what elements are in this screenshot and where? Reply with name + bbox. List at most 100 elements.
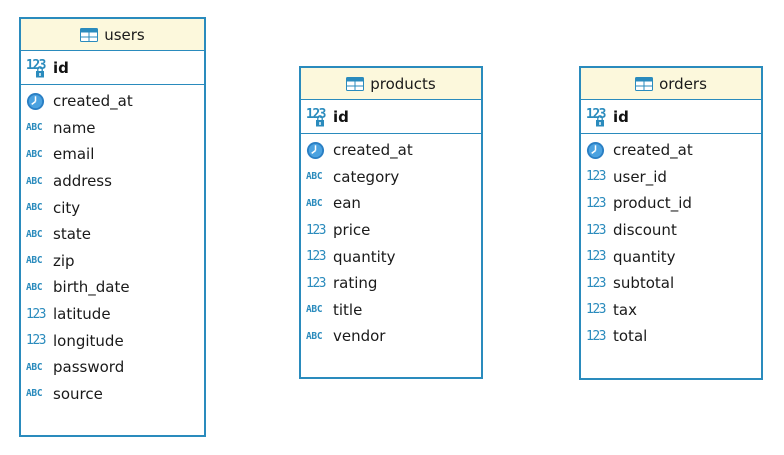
text-type-icon: ABC <box>306 197 323 209</box>
column-row[interactable]: 123 discount <box>581 217 761 244</box>
column-name: source <box>53 384 103 403</box>
column-name: name <box>53 118 96 137</box>
text-type-icon: ABC <box>26 148 43 160</box>
numeric-type-icon: 123 <box>26 306 46 322</box>
column-name: created_at <box>53 92 133 111</box>
column-name: price <box>333 221 371 240</box>
column-name: category <box>333 167 400 186</box>
table-icon <box>80 27 99 42</box>
column-row[interactable]: created_at <box>21 88 204 115</box>
table-name: users <box>104 25 145 44</box>
numeric-type-icon: 123 <box>306 249 326 265</box>
column-name: id <box>333 107 349 126</box>
column-name: city <box>53 198 81 217</box>
table-name: products <box>370 74 436 93</box>
column-row[interactable]: 123 quantity <box>301 243 481 270</box>
column-row[interactable]: ABC ean <box>301 190 481 217</box>
column-name: ean <box>333 194 361 213</box>
column-name: tax <box>613 300 637 319</box>
column-name: email <box>53 145 95 164</box>
table-icon <box>635 76 654 91</box>
column-row[interactable]: 123 longitude <box>21 327 204 354</box>
numeric-type-icon: 123 <box>306 222 326 238</box>
column-row[interactable]: ABC password <box>21 354 204 381</box>
column-row[interactable]: 123 quantity <box>581 243 761 270</box>
text-type-icon: ABC <box>26 388 43 400</box>
numeric-key-icon: 123 <box>586 107 608 126</box>
column-name: state <box>53 225 91 244</box>
numeric-type-icon: 123 <box>586 249 606 265</box>
column-name: id <box>53 58 69 77</box>
clock-icon <box>306 141 328 160</box>
clock-icon <box>26 92 48 111</box>
column-name: discount <box>613 221 677 240</box>
column-row[interactable]: created_at <box>581 137 761 164</box>
numeric-type-icon: 123 <box>586 222 606 238</box>
column-row[interactable]: 123 price <box>301 217 481 244</box>
column-row[interactable]: created_at <box>301 137 481 164</box>
text-type-icon: ABC <box>26 175 43 187</box>
text-type-icon: ABC <box>26 361 43 373</box>
column-name: product_id <box>613 194 692 213</box>
primary-key-column[interactable]: 123 id <box>21 51 204 85</box>
primary-key-column[interactable]: 123 id <box>301 100 481 134</box>
column-row[interactable]: ABC state <box>21 221 204 248</box>
numeric-type-icon: 123 <box>586 195 606 211</box>
column-name: rating <box>333 274 378 293</box>
column-name: title <box>333 300 363 319</box>
column-row[interactable]: ABC category <box>301 164 481 191</box>
column-name: address <box>53 172 112 191</box>
text-type-icon: ABC <box>306 330 323 342</box>
column-name: quantity <box>613 247 676 266</box>
column-row[interactable]: ABC vendor <box>301 323 481 350</box>
column-name: password <box>53 358 125 377</box>
column-name: created_at <box>333 141 413 160</box>
table-header[interactable]: orders <box>581 68 761 100</box>
column-name: user_id <box>613 167 667 186</box>
column-row[interactable]: ABC name <box>21 115 204 142</box>
column-name: vendor <box>333 327 386 346</box>
table-header[interactable]: products <box>301 68 481 100</box>
numeric-key-icon: 123 <box>306 107 328 126</box>
text-type-icon: ABC <box>306 171 323 183</box>
column-row[interactable]: ABC city <box>21 194 204 221</box>
table-icon <box>346 76 365 91</box>
column-row[interactable]: 123 tax <box>581 297 761 324</box>
primary-key-column[interactable]: 123 id <box>581 100 761 134</box>
column-name: total <box>613 327 648 346</box>
numeric-type-icon: 123 <box>26 333 46 349</box>
column-row[interactable]: 123 product_id <box>581 190 761 217</box>
column-row[interactable]: ABC email <box>21 141 204 168</box>
column-name: birth_date <box>53 278 130 297</box>
numeric-type-icon: 123 <box>306 275 326 291</box>
table-name: orders <box>659 74 707 93</box>
column-name: longitude <box>53 331 124 350</box>
column-row[interactable]: 123 rating <box>301 270 481 297</box>
text-type-icon: ABC <box>26 228 43 240</box>
table-header[interactable]: users <box>21 19 204 51</box>
text-type-icon: ABC <box>26 202 43 214</box>
column-name: id <box>613 107 629 126</box>
numeric-type-icon: 123 <box>586 302 606 318</box>
column-row[interactable]: ABC source <box>21 381 204 408</box>
column-name: quantity <box>333 247 396 266</box>
numeric-type-icon: 123 <box>586 328 606 344</box>
text-type-icon: ABC <box>26 122 43 134</box>
column-row[interactable]: 123 total <box>581 323 761 350</box>
column-name: subtotal <box>613 274 675 293</box>
numeric-key-icon: 123 <box>26 58 48 77</box>
column-row[interactable]: ABC address <box>21 168 204 195</box>
